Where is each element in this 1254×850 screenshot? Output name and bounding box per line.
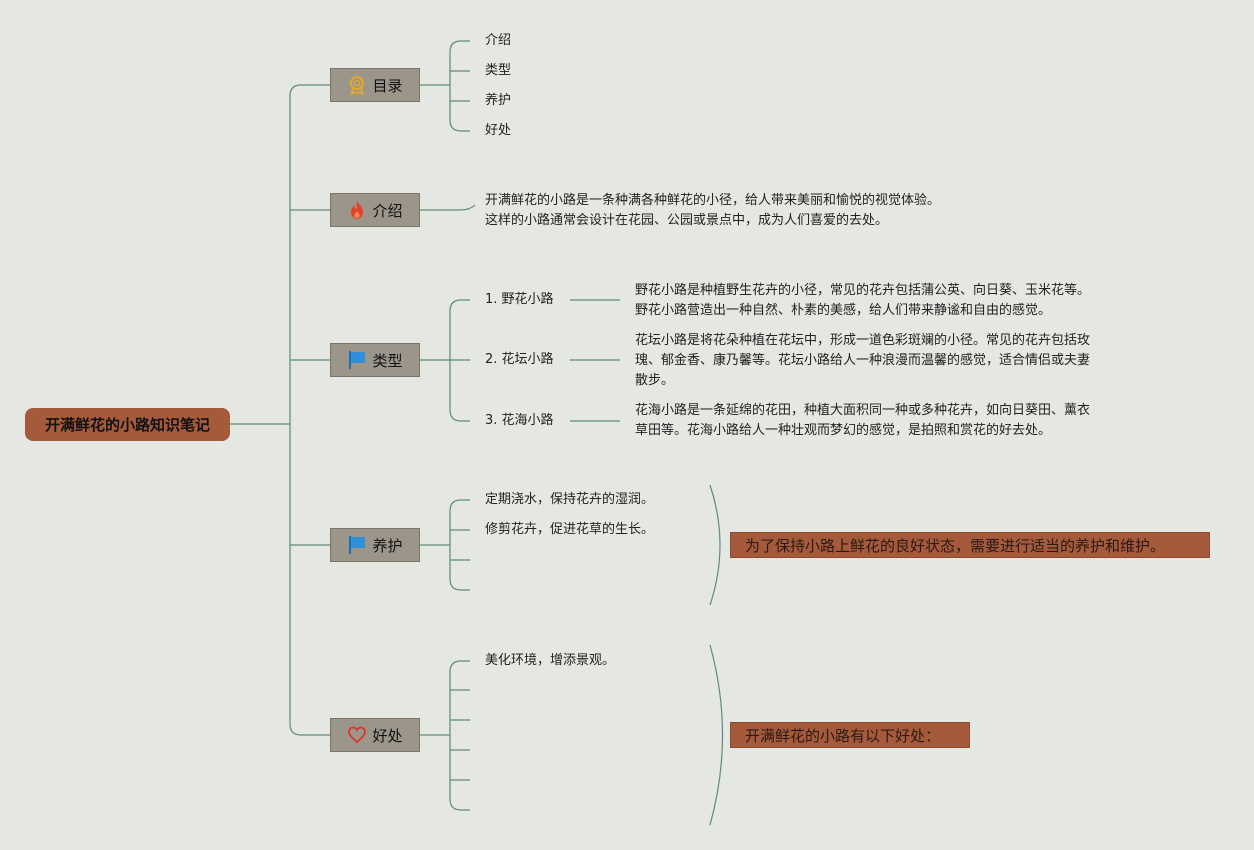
type-desc-line: 草田等。花海小路给人一种壮观而梦幻的感觉，是拍照和赏花的好去处。 [635, 423, 1052, 438]
benefits-summary[interactable]: 开满鲜花的小路有以下好处： [730, 722, 970, 748]
intro-text[interactable]: 开满鲜花的小路是一条种满各种鲜花的小径，给人带来美丽和愉悦的视觉体验。 这样的小… [485, 191, 940, 231]
type-desc-line: 散步。 [635, 373, 675, 388]
branch-care-label: 养护 [372, 536, 403, 555]
type-desc-line: 野花小路营造出一种自然、朴素的美感，给人们带来静谧和自由的感觉。 [635, 303, 1052, 318]
toc-item[interactable]: 介绍 [485, 33, 512, 48]
benefits-summary-text: 开满鲜花的小路有以下好处： [745, 726, 941, 745]
award-ribbon-icon [350, 76, 365, 95]
type-desc-line: 花坛小路是将花朵种植在花坛中，形成一道色彩斑斓的小径。常见的花卉包括玫 [635, 333, 1091, 348]
types-connector [420, 299, 470, 422]
trunk-line [289, 84, 330, 736]
type-desc-flowersea[interactable]: 花海小路是一条延绵的花田，种植大面积同一种或多种花卉，如向日葵田、薰衣 草田等。… [635, 401, 1090, 441]
benefit-item[interactable]: 美化环境，增添景观。 [485, 653, 616, 668]
type-item-flowerbed[interactable]: 2. 花坛小路 [485, 352, 554, 367]
branch-care[interactable]: 养护 [330, 528, 420, 562]
root-topic[interactable]: 开满鲜花的小路知识笔记 [25, 408, 230, 441]
toc-item[interactable]: 类型 [485, 63, 512, 78]
branch-types[interactable]: 类型 [330, 343, 420, 377]
type-desc-wildflower[interactable]: 野花小路是种植野生花卉的小径，常见的花卉包括蒲公英、向日葵、玉米花等。 野花小路… [635, 281, 1090, 321]
toc-connector [420, 40, 470, 132]
type-desc-line: 瑰、郁金香、康乃馨等。花坛小路给人一种浪漫而温馨的感觉，适合情侣或夫妻 [635, 353, 1091, 368]
fire-icon [351, 201, 364, 219]
toc-item[interactable]: 好处 [485, 123, 512, 138]
branch-benefits[interactable]: 好处 [330, 718, 420, 752]
type-item-flowersea[interactable]: 3. 花海小路 [485, 413, 554, 428]
care-connector [420, 499, 470, 591]
branch-intro-label: 介绍 [372, 201, 403, 220]
type-desc-flowerbed[interactable]: 花坛小路是将花朵种植在花坛中，形成一道色彩斑斓的小径。常见的花卉包括玫 瑰、郁金… [635, 331, 1090, 391]
benefits-summary-brace [709, 644, 724, 826]
intro-line: 这样的小路通常会设计在花园、公园或景点中，成为人们喜爱的去处。 [485, 213, 889, 228]
care-summary-brace [709, 484, 721, 606]
flag-icon [349, 536, 366, 554]
benefits-connector [420, 660, 470, 811]
type-item-wildflower[interactable]: 1. 野花小路 [485, 292, 554, 307]
intro-line: 开满鲜花的小路是一条种满各种鲜花的小径，给人带来美丽和愉悦的视觉体验。 [485, 193, 941, 208]
care-summary-text: 为了保持小路上鲜花的良好状态，需要进行适当的养护和维护。 [745, 536, 1166, 555]
intro-connector [420, 204, 476, 211]
branch-toc[interactable]: 目录 [330, 68, 420, 102]
root-topic-label: 开满鲜花的小路知识笔记 [44, 416, 210, 434]
type-desc-line: 野花小路是种植野生花卉的小径，常见的花卉包括蒲公英、向日葵、玉米花等。 [635, 283, 1091, 298]
heart-icon [348, 726, 367, 744]
branch-toc-label: 目录 [372, 76, 403, 95]
branch-intro[interactable]: 介绍 [330, 193, 420, 227]
branch-types-label: 类型 [372, 351, 403, 370]
care-item[interactable]: 修剪花卉，促进花草的生长。 [485, 522, 655, 537]
type-desc-line: 花海小路是一条延绵的花田，种植大面积同一种或多种花卉，如向日葵田、薰衣 [635, 403, 1091, 418]
flag-icon [349, 351, 366, 369]
care-summary[interactable]: 为了保持小路上鲜花的良好状态，需要进行适当的养护和维护。 [730, 532, 1210, 558]
branch-benefits-label: 好处 [372, 726, 403, 745]
care-item[interactable]: 定期浇水，保持花卉的湿润。 [485, 492, 655, 507]
toc-item[interactable]: 养护 [485, 93, 512, 108]
